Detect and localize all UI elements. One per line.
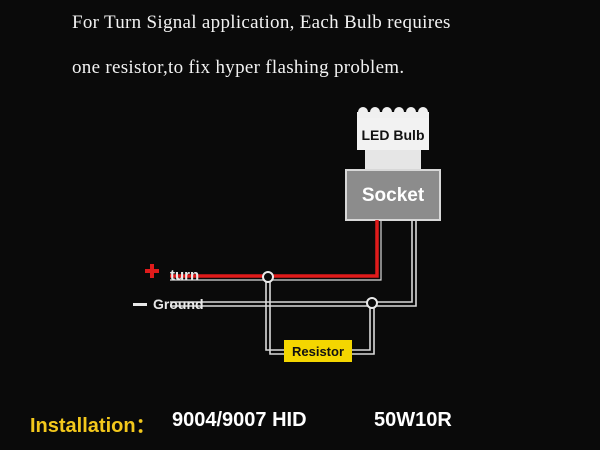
installation-model: 9004/9007 HID	[172, 409, 307, 431]
plus-icon	[145, 264, 159, 278]
ground-label: Ground	[153, 296, 204, 312]
ground-wire	[170, 220, 413, 303]
led-bulb: LED Bulb	[357, 107, 429, 170]
intro-line-2: one resistor,to fix hyper flashing probl…	[72, 57, 405, 78]
turn-junction-dot	[262, 271, 274, 283]
resistor-branch-wires	[265, 276, 375, 355]
resistor: Resistor	[284, 340, 352, 362]
led-bulb-label: LED Bulb	[362, 127, 425, 143]
installation-code: 50W10R	[374, 409, 452, 431]
socket-label: Socket	[362, 185, 425, 206]
minus-icon	[133, 303, 147, 306]
turn-label: turn	[170, 267, 199, 284]
resistor-label: Resistor	[292, 344, 344, 359]
turn-wire	[170, 220, 379, 278]
installation-label: Installation：	[30, 415, 156, 437]
intro-line-1: For Turn Signal application, Each Bulb r…	[72, 12, 451, 33]
socket: Socket	[345, 169, 441, 221]
ground-junction-dot	[366, 297, 378, 309]
